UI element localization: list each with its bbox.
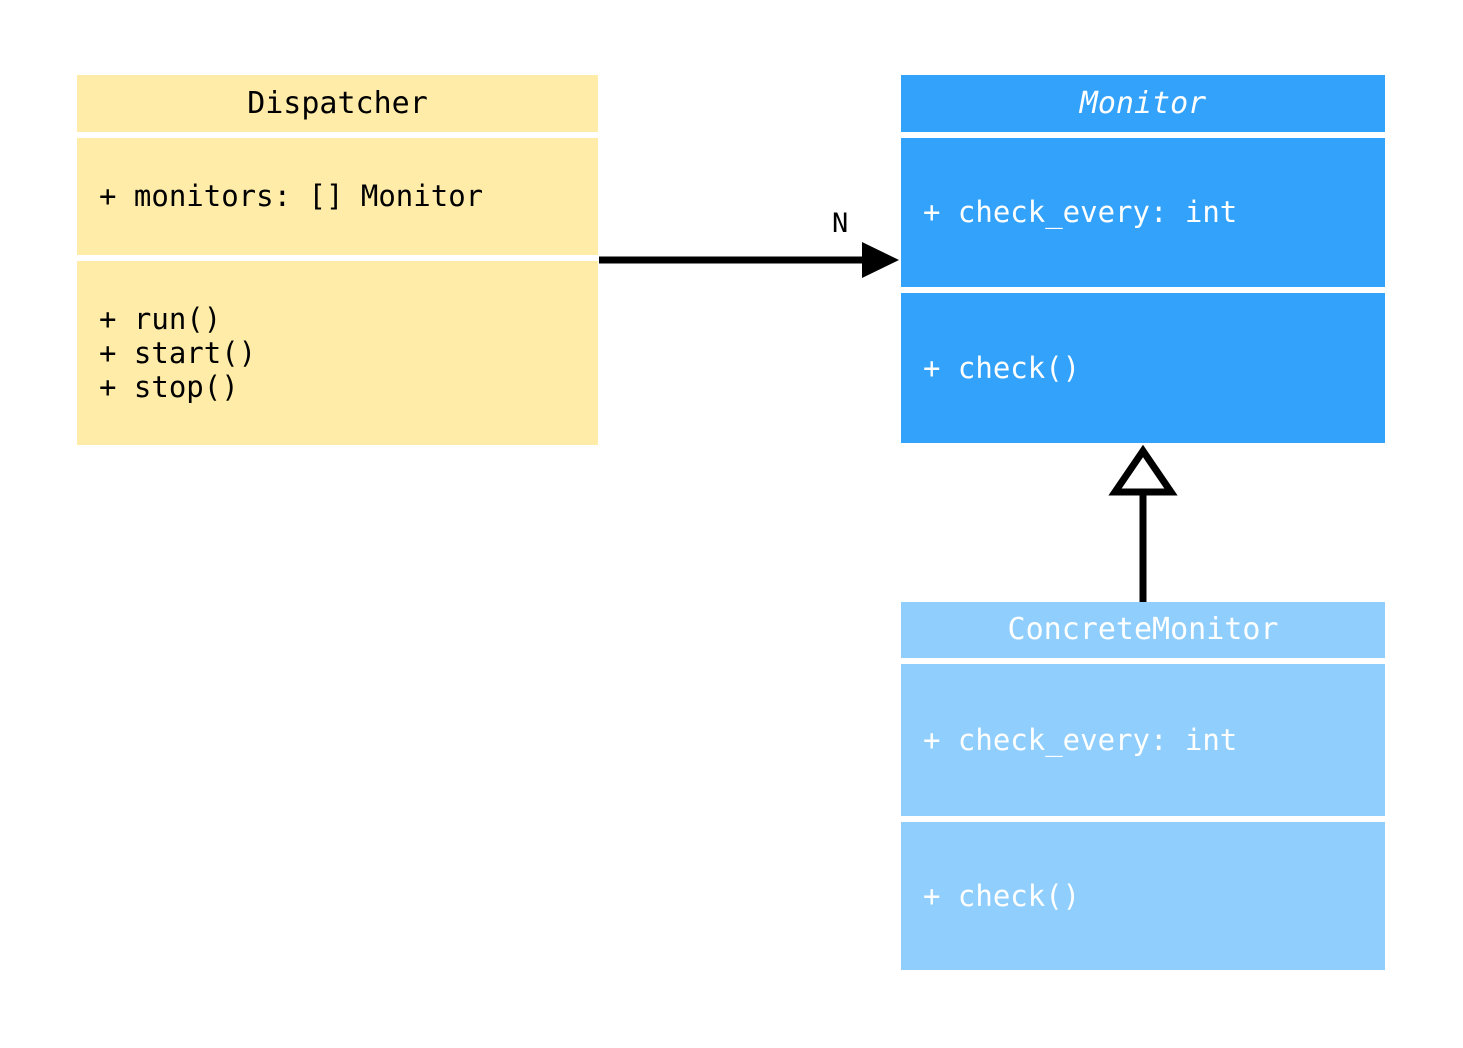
method-item: + check() bbox=[923, 350, 1081, 385]
hollow-triangle-icon bbox=[1108, 444, 1178, 496]
class-name-concretemonitor: ConcreteMonitor bbox=[1007, 612, 1279, 647]
attribute-item: + check_every: int bbox=[923, 722, 1238, 757]
class-methods-compartment: + check() bbox=[901, 822, 1385, 970]
class-name-monitor: Monitor bbox=[1079, 85, 1207, 121]
method-item: + stop() bbox=[99, 370, 239, 405]
method-list: + run() + start() + stop() bbox=[77, 302, 598, 405]
attribute-item: + monitors: [] Monitor bbox=[99, 179, 484, 214]
method-list: + check() bbox=[901, 879, 1385, 913]
filled-arrow-icon bbox=[862, 242, 899, 278]
method-item: + check() bbox=[923, 878, 1081, 913]
class-title-compartment: Monitor bbox=[901, 75, 1385, 132]
class-title-compartment: ConcreteMonitor bbox=[901, 602, 1385, 658]
class-methods-compartment: + check() bbox=[901, 293, 1385, 443]
attribute-list: + check_every: int bbox=[901, 723, 1385, 757]
method-item: + start() bbox=[99, 335, 257, 370]
class-box-dispatcher[interactable]: Dispatcher + monitors: [] Monitor + run(… bbox=[77, 75, 598, 445]
class-title-compartment: Dispatcher bbox=[77, 75, 598, 132]
association-multiplicity-label: N bbox=[832, 208, 849, 239]
generalization-concretemonitor-to-monitor bbox=[1108, 444, 1178, 602]
class-box-concretemonitor[interactable]: ConcreteMonitor + check_every: int + che… bbox=[901, 602, 1385, 970]
class-attributes-compartment: + monitors: [] Monitor bbox=[77, 138, 598, 255]
method-item: + run() bbox=[99, 301, 222, 336]
association-dispatcher-to-monitor bbox=[599, 242, 899, 278]
attribute-item: + check_every: int bbox=[923, 195, 1238, 230]
class-methods-compartment: + run() + start() + stop() bbox=[77, 261, 598, 445]
class-box-monitor[interactable]: Monitor + check_every: int + check() bbox=[901, 75, 1385, 443]
attribute-list: + check_every: int bbox=[901, 195, 1385, 229]
class-attributes-compartment: + check_every: int bbox=[901, 664, 1385, 816]
class-name-dispatcher: Dispatcher bbox=[247, 85, 428, 121]
class-attributes-compartment: + check_every: int bbox=[901, 138, 1385, 287]
method-list: + check() bbox=[901, 351, 1385, 385]
attribute-list: + monitors: [] Monitor bbox=[77, 179, 598, 213]
